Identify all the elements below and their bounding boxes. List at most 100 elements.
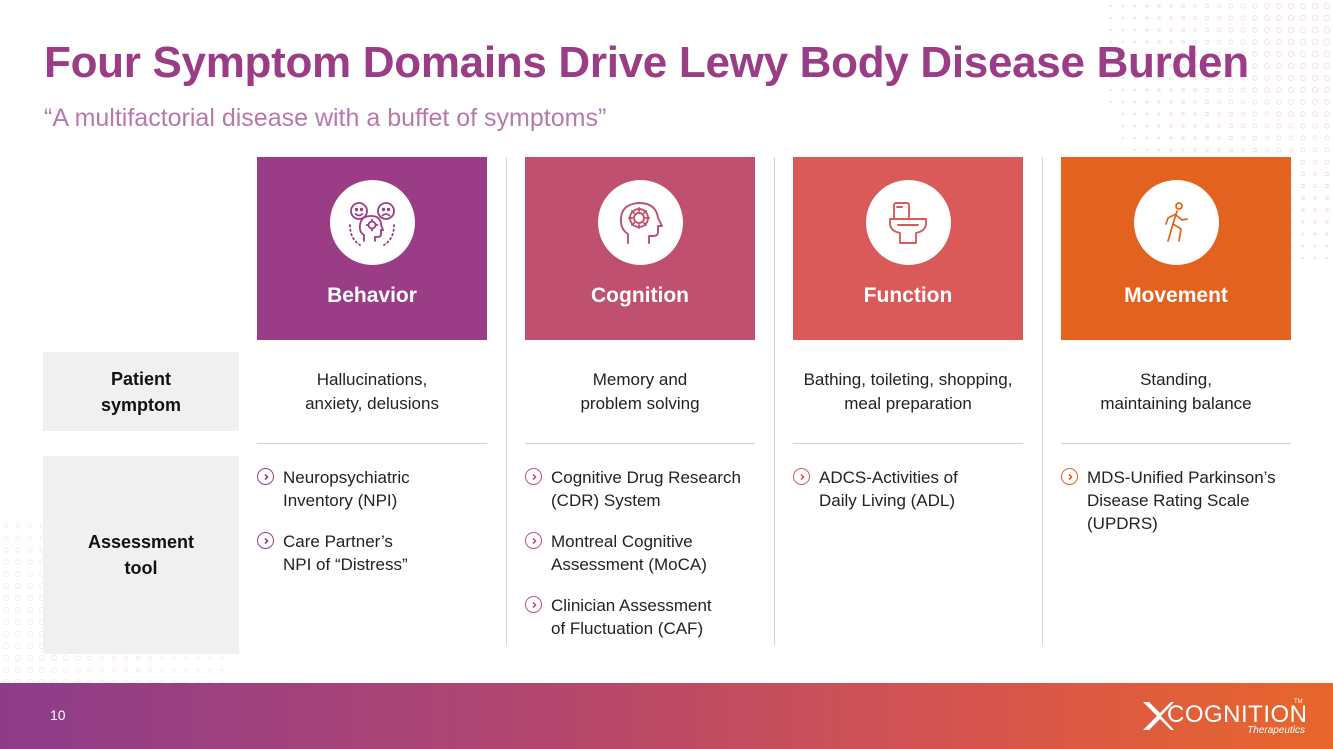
decorative-dot [1109, 100, 1113, 104]
decorative-dot [1311, 2, 1319, 10]
decorative-dot [196, 668, 200, 672]
decorative-dot [1228, 15, 1234, 21]
decorative-dot [1276, 39, 1282, 45]
decorative-dot [1181, 148, 1185, 152]
decorative-dot [14, 642, 22, 650]
decorative-dot [1313, 184, 1317, 188]
decorative-dot [14, 618, 22, 626]
decorative-dot [1228, 135, 1234, 141]
decorative-dot [1205, 112, 1209, 116]
decorative-dot [1228, 99, 1234, 105]
decorative-dot [1252, 111, 1258, 117]
footer-bar: 10 COGNITION TM Therapeutics [0, 683, 1333, 749]
decorative-dot [75, 667, 81, 673]
decorative-dot [1312, 159, 1318, 165]
decorative-dot [26, 594, 34, 602]
decorative-dot [26, 642, 34, 650]
decorative-dot [26, 654, 34, 662]
domain-card: Function [793, 157, 1023, 340]
decorative-dot [1169, 148, 1173, 152]
decorative-dot [3, 559, 9, 565]
decorative-dot [2, 594, 10, 602]
decorative-dot [15, 583, 21, 589]
decorative-dot [1301, 256, 1305, 260]
decorative-dot [2, 630, 10, 638]
decorative-dot [1276, 123, 1282, 129]
decorative-dot [1324, 111, 1330, 117]
domain-label: Cognition [591, 284, 689, 307]
decorative-dot [3, 547, 9, 553]
patient-symptom-text: Standing,maintaining balance [1100, 370, 1252, 413]
decorative-dot [1276, 75, 1282, 81]
decorative-dot [1313, 208, 1317, 212]
decorative-dot [1276, 111, 1282, 117]
decorative-dot [15, 535, 21, 541]
decorative-dot [208, 668, 212, 672]
decorative-dot [1240, 123, 1246, 129]
decorative-dot [14, 594, 22, 602]
decorative-dot [1216, 99, 1222, 105]
decorative-dot [1133, 112, 1137, 116]
decorative-dot [27, 583, 33, 589]
decorative-dot [27, 559, 33, 565]
decorative-dot [1288, 123, 1294, 129]
decorative-dot [220, 668, 224, 672]
page-number: 10 [50, 707, 66, 723]
decorative-dot [1325, 208, 1329, 212]
decorative-dot [1312, 147, 1318, 153]
decorative-dot [1121, 88, 1125, 92]
domain-column-movement: Movement Standing,maintaining balance MD… [1061, 157, 1291, 533]
decorative-dot [1252, 63, 1258, 69]
decorative-dot [1313, 232, 1317, 236]
patient-symptom-text: Bathing, toileting, shopping,meal prepar… [803, 370, 1013, 413]
decorative-dot [1252, 39, 1258, 45]
decorative-dot [1121, 100, 1125, 104]
decorative-dot [1324, 123, 1330, 129]
decorative-dot [1264, 123, 1270, 129]
decorative-dot [1252, 15, 1258, 21]
decorative-dot [1193, 136, 1197, 140]
decorative-dot [1193, 112, 1197, 116]
decorative-dot [135, 655, 141, 661]
decorative-dot [15, 523, 21, 529]
decorative-dot [1287, 26, 1295, 34]
decorative-dot [1264, 87, 1270, 93]
decorative-dot [1325, 196, 1329, 200]
decorative-dot [3, 535, 9, 541]
decorative-dot [3, 583, 9, 589]
decorative-dot [1181, 88, 1185, 92]
decorative-dot [1287, 62, 1295, 70]
decorative-dot [1252, 87, 1258, 93]
decorative-dot [1157, 4, 1161, 8]
decorative-dot [208, 656, 212, 660]
decorative-dot [1204, 27, 1210, 33]
decorative-dot [1121, 16, 1125, 20]
domain-card: Movement [1061, 157, 1291, 340]
decorative-dot [220, 656, 224, 660]
decorative-dot [2, 642, 10, 650]
decorative-dot [1300, 111, 1306, 117]
logo-subtitle: Therapeutics [1247, 725, 1305, 736]
decorative-dot [1181, 100, 1185, 104]
decorative-dot [1287, 50, 1295, 58]
decorative-dot [1276, 63, 1282, 69]
decorative-dot [1217, 148, 1221, 152]
decorative-dot [1299, 2, 1307, 10]
chevron-circle-icon [1061, 468, 1078, 485]
page-subtitle: “A multifactorial disease with a buffet … [44, 104, 607, 132]
decorative-dot [1264, 51, 1270, 57]
decorative-dot [172, 656, 176, 660]
domain-card: Behavior [257, 157, 487, 340]
decorative-dot [1133, 4, 1137, 8]
decorative-dot [1252, 147, 1258, 153]
decorative-dot [1312, 99, 1318, 105]
decorative-dot [27, 547, 33, 553]
decorative-dot [1252, 27, 1258, 33]
decorative-dot [1313, 256, 1317, 260]
decorative-dot [1325, 244, 1329, 248]
decorative-dot [1252, 99, 1258, 105]
